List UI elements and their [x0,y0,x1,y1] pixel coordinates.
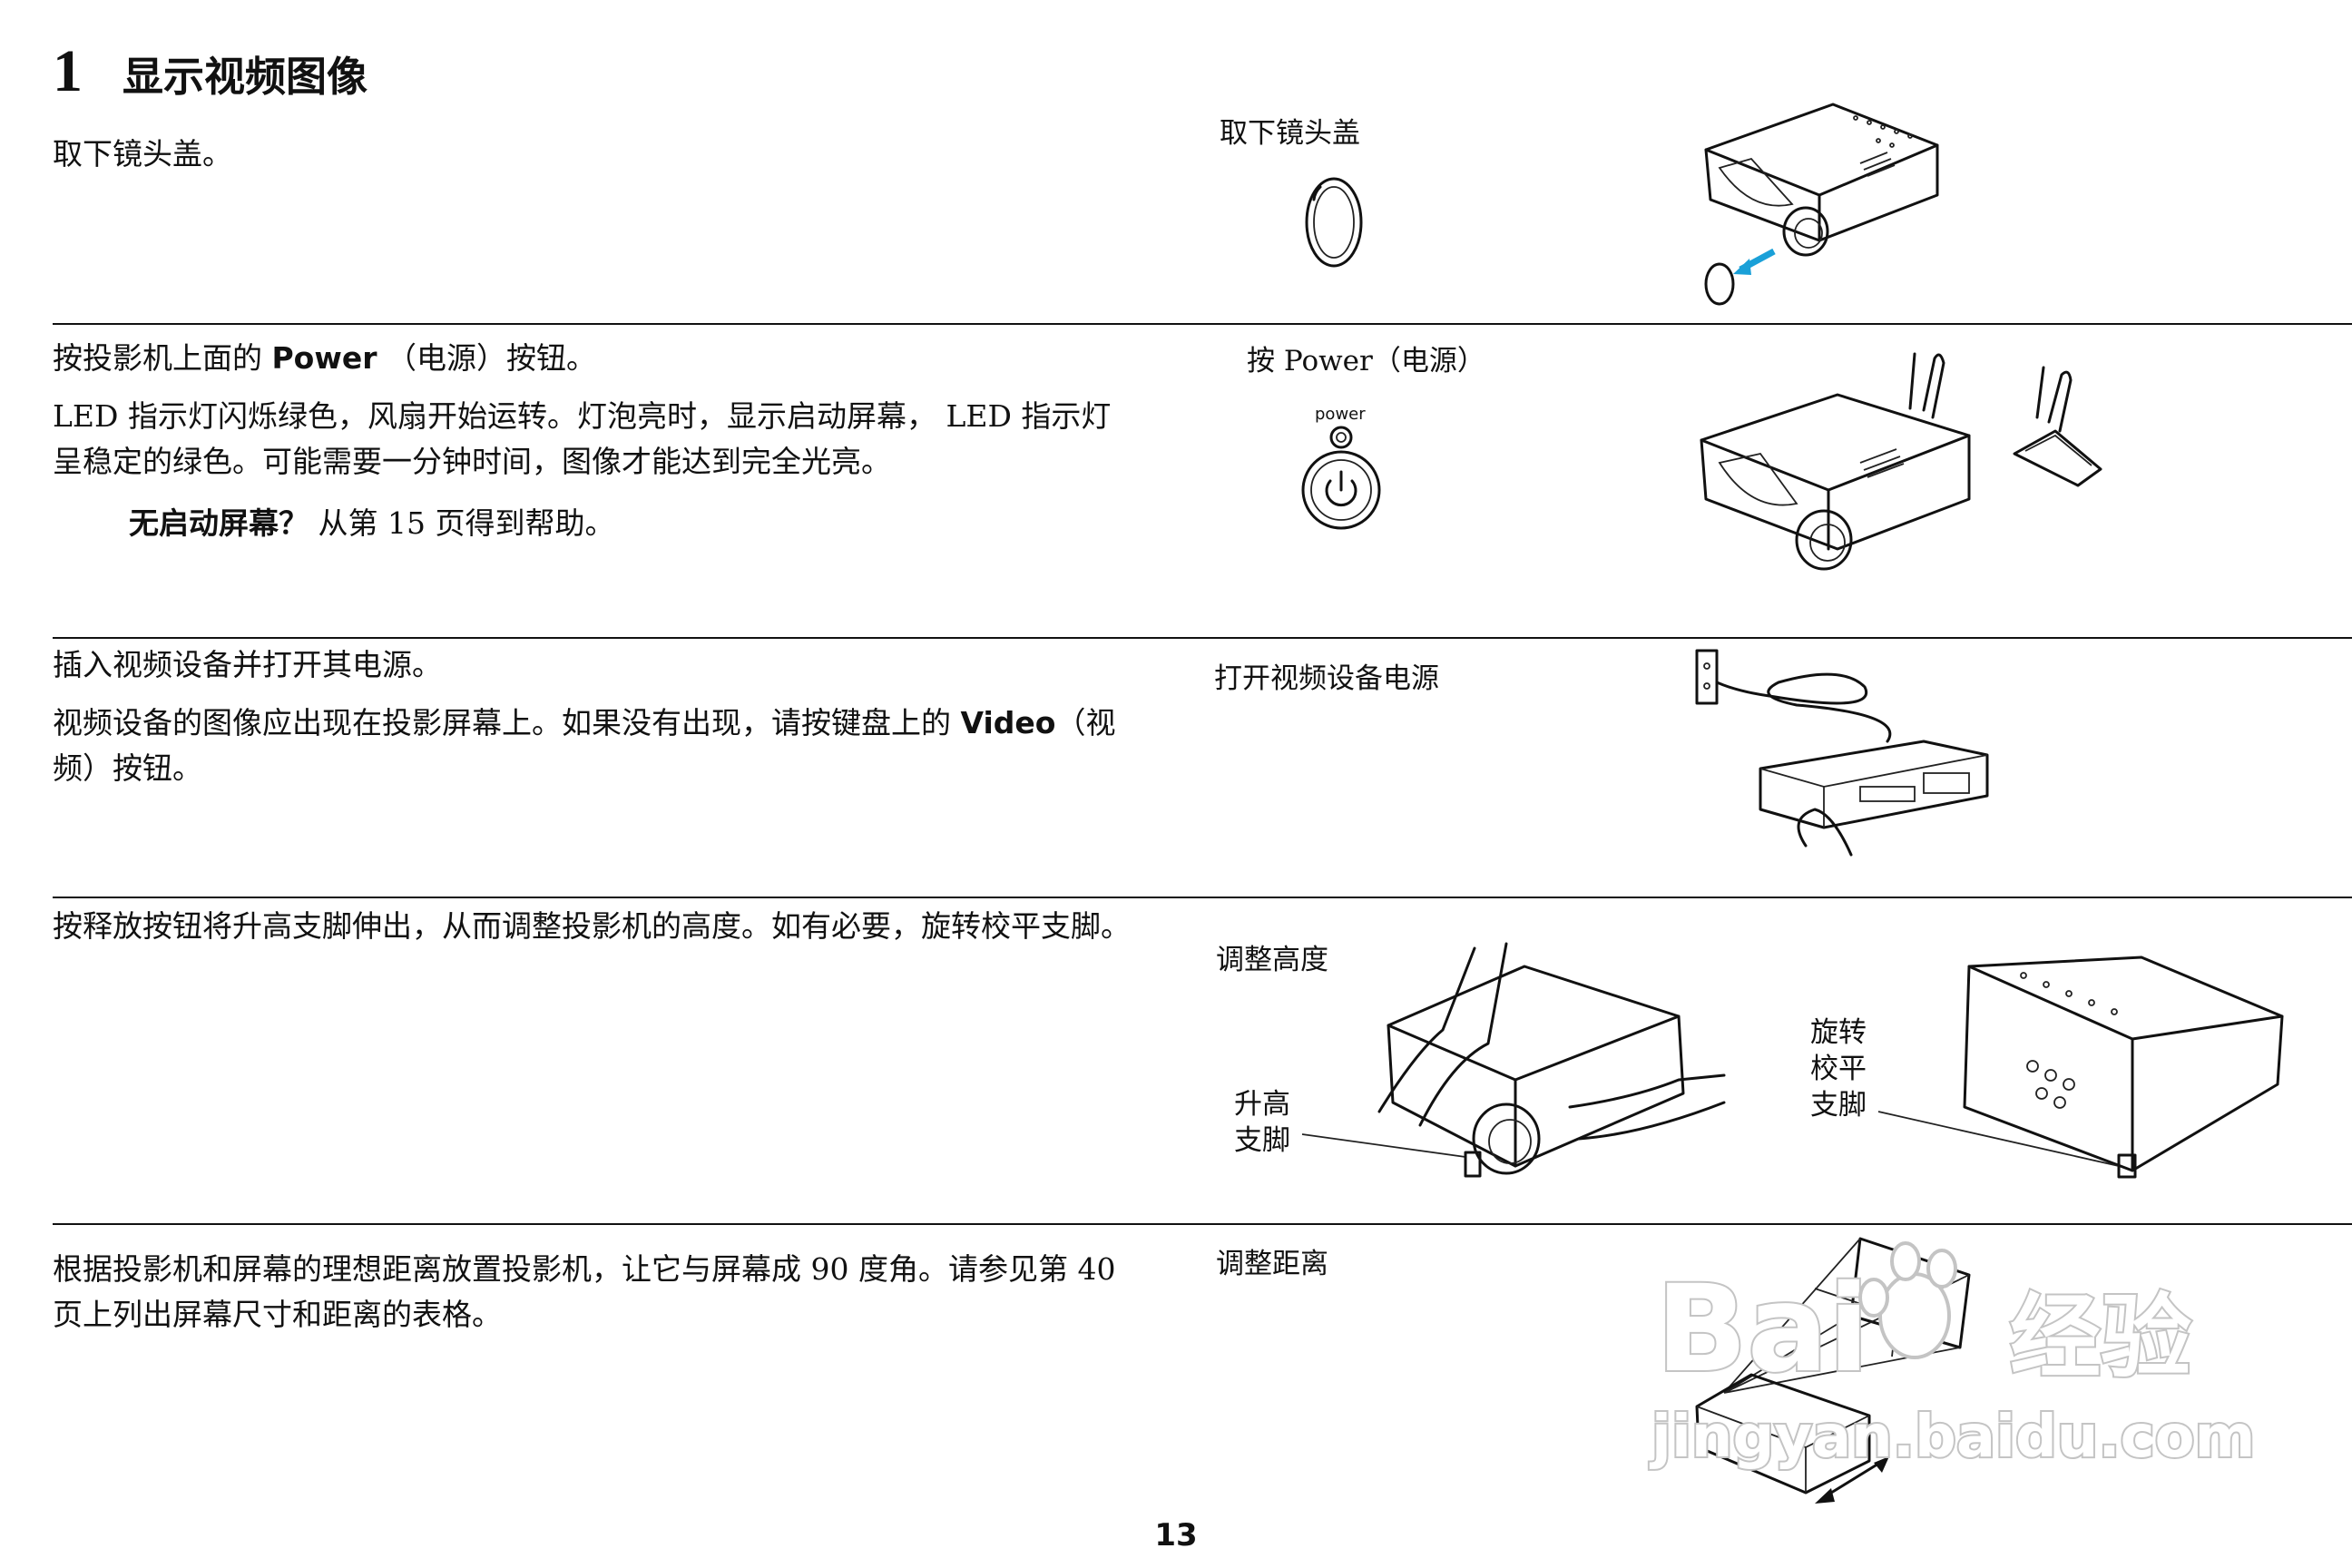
power-button-icon [1301,426,1381,530]
paw-icon [1858,1241,1957,1359]
divider [53,1223,2352,1225]
step-4-caption: 调整高度 [1216,944,1328,976]
label-raise: 升高支脚 [1234,1088,1290,1157]
power-label: power [1315,405,1366,424]
section-number: 1 [53,38,83,104]
watermark-url: jingyan.baidu.com [1649,1404,2255,1471]
step-1-caption: 取下镜头盖 [1220,117,1360,150]
step-4-text: 按释放按钮将升高支脚伸出，从而调整投影机的高度。如有必要，旋转校平支脚。 [53,908,1131,944]
projector-level-foot-illustration [1877,956,2284,1179]
step-2-note: 无启动屏幕？ 从第 15 页得到帮助。 [129,505,615,541]
step-5-caption: 调整距离 [1216,1248,1328,1280]
page-number: 13 [1154,1517,1198,1553]
step-2-text: 按投影机上面的 Power （电源）按钮。 [53,340,596,376]
label-level: 旋转校平支脚 [1810,1016,1867,1122]
section-title: 显示视频图像 [122,53,368,101]
step-3-description: 视频设备的图像应出现在投影屏幕上。如果没有出现，请按键盘上的 Video（视频）… [53,705,1116,786]
divider [53,637,2352,639]
remote-control-press-illustration [2013,366,2102,487]
divider [53,323,2352,325]
projector-remove-cap-illustration [1704,103,1939,306]
step-2-caption: 按 Power（电源） [1247,345,1485,377]
lens-cap-icon [1305,177,1363,268]
video-device-illustration [1695,649,1989,857]
watermark-logo: Bai 经验 jingyan.baidu.com [1647,1241,2257,1473]
projector-raise-foot-illustration [1301,942,1726,1178]
watermark-brand-cn: 经验 [2010,1284,2191,1390]
step-3-text: 插入视频设备并打开其电源。 [53,647,442,682]
divider [53,897,2352,898]
step-2-description: LED 指示灯闪烁绿色，风扇开始运转。灯泡亮时，显示启动屏幕， LED 指示灯呈… [53,398,1112,479]
step-3-caption: 打开视频设备电源 [1214,662,1439,695]
watermark-brand: Bai [1656,1259,1869,1399]
step-1-text: 取下镜头盖。 [53,136,232,172]
step-5-text: 根据投影机和屏幕的理想距离放置投影机，让它与屏幕成 90 度角。请参见第 40 … [53,1251,1116,1332]
projector-power-illustration [1700,352,1971,571]
